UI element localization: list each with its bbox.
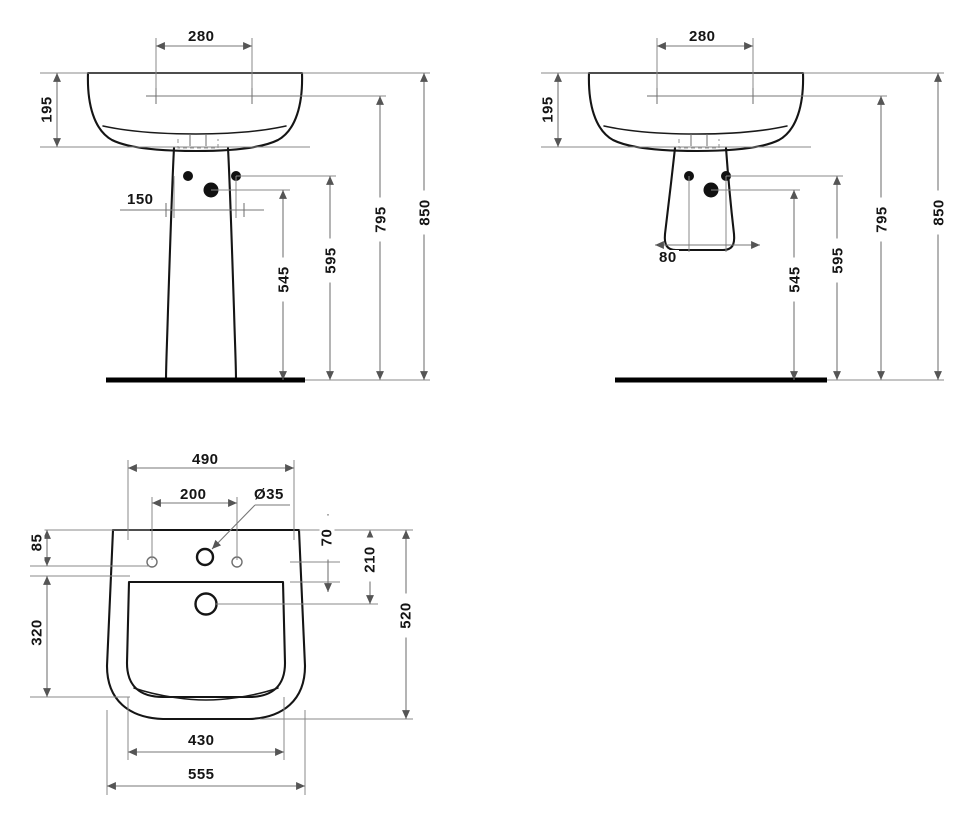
dimension-label-150-v1: 150 (125, 191, 156, 208)
pedestal-outline-v1 (164, 146, 238, 382)
dimension-85-plan (30, 529, 150, 567)
dimension-430-plan (127, 697, 285, 760)
dimension-200-plan (151, 497, 238, 560)
dimension-label-diameter35-plan: Ø35 (252, 486, 286, 503)
dimension-label-850-v1: 850 (417, 190, 434, 235)
view-plan (30, 460, 413, 795)
dimension-195-v1 (40, 72, 310, 148)
dimension-label-545-v1: 545 (276, 257, 293, 302)
dimension-label-195-v2: 195 (540, 87, 557, 132)
dimension-label-85-plan: 85 (29, 520, 46, 565)
dimension-label-595-v2: 595 (830, 238, 847, 283)
semi-pedestal-outline-v2 (663, 146, 736, 252)
dimension-label-545-v2: 545 (787, 257, 804, 302)
dimension-595-v2 (726, 175, 843, 380)
dimension-label-280-v1: 280 (186, 28, 217, 45)
dimension-280-v2 (647, 38, 887, 104)
waste-hole-plan (194, 592, 218, 616)
dimension-label-200-plan: 200 (178, 486, 209, 503)
dimension-label-280-v2: 280 (687, 28, 718, 45)
dimension-diameter35-leader (211, 504, 290, 550)
basin-outline-v2 (587, 71, 805, 153)
dimension-490-plan (127, 460, 295, 540)
dimension-label-795-v2: 795 (874, 197, 891, 242)
dimension-label-210-plan: 210 (362, 537, 379, 582)
dimension-280-v1 (146, 38, 386, 104)
dimension-320-plan (30, 575, 130, 698)
dimension-label-430-plan: 430 (186, 732, 217, 749)
water-supply-left-v1 (183, 171, 193, 181)
dimension-label-195-v1: 195 (39, 87, 56, 132)
dimension-555-plan (106, 710, 306, 795)
tap-hole-centre (195, 547, 215, 567)
dimension-label-320-plan: 320 (29, 610, 46, 655)
dimension-210-plan (216, 529, 378, 605)
dimension-label-80-v2: 80 (657, 249, 679, 266)
dimension-label-795-v1: 795 (373, 197, 390, 242)
dimension-label-490-plan: 490 (190, 451, 221, 468)
dimension-label-70-plan: 70 (319, 515, 336, 560)
dimension-520-plan (260, 529, 413, 720)
dimension-label-850-v2: 850 (931, 190, 948, 235)
dimension-195-v2 (541, 72, 811, 148)
dimension-850-v1 (302, 72, 430, 381)
dimension-150-v1 (120, 176, 264, 218)
dimension-label-520-plan: 520 (398, 593, 415, 638)
basin-outline-v1 (86, 71, 304, 153)
dimension-label-595-v1: 595 (323, 238, 340, 283)
view-front-elevation-full-pedestal (40, 38, 430, 383)
dimension-label-555-plan: 555 (186, 766, 217, 783)
dimension-80-v2 (655, 176, 760, 252)
